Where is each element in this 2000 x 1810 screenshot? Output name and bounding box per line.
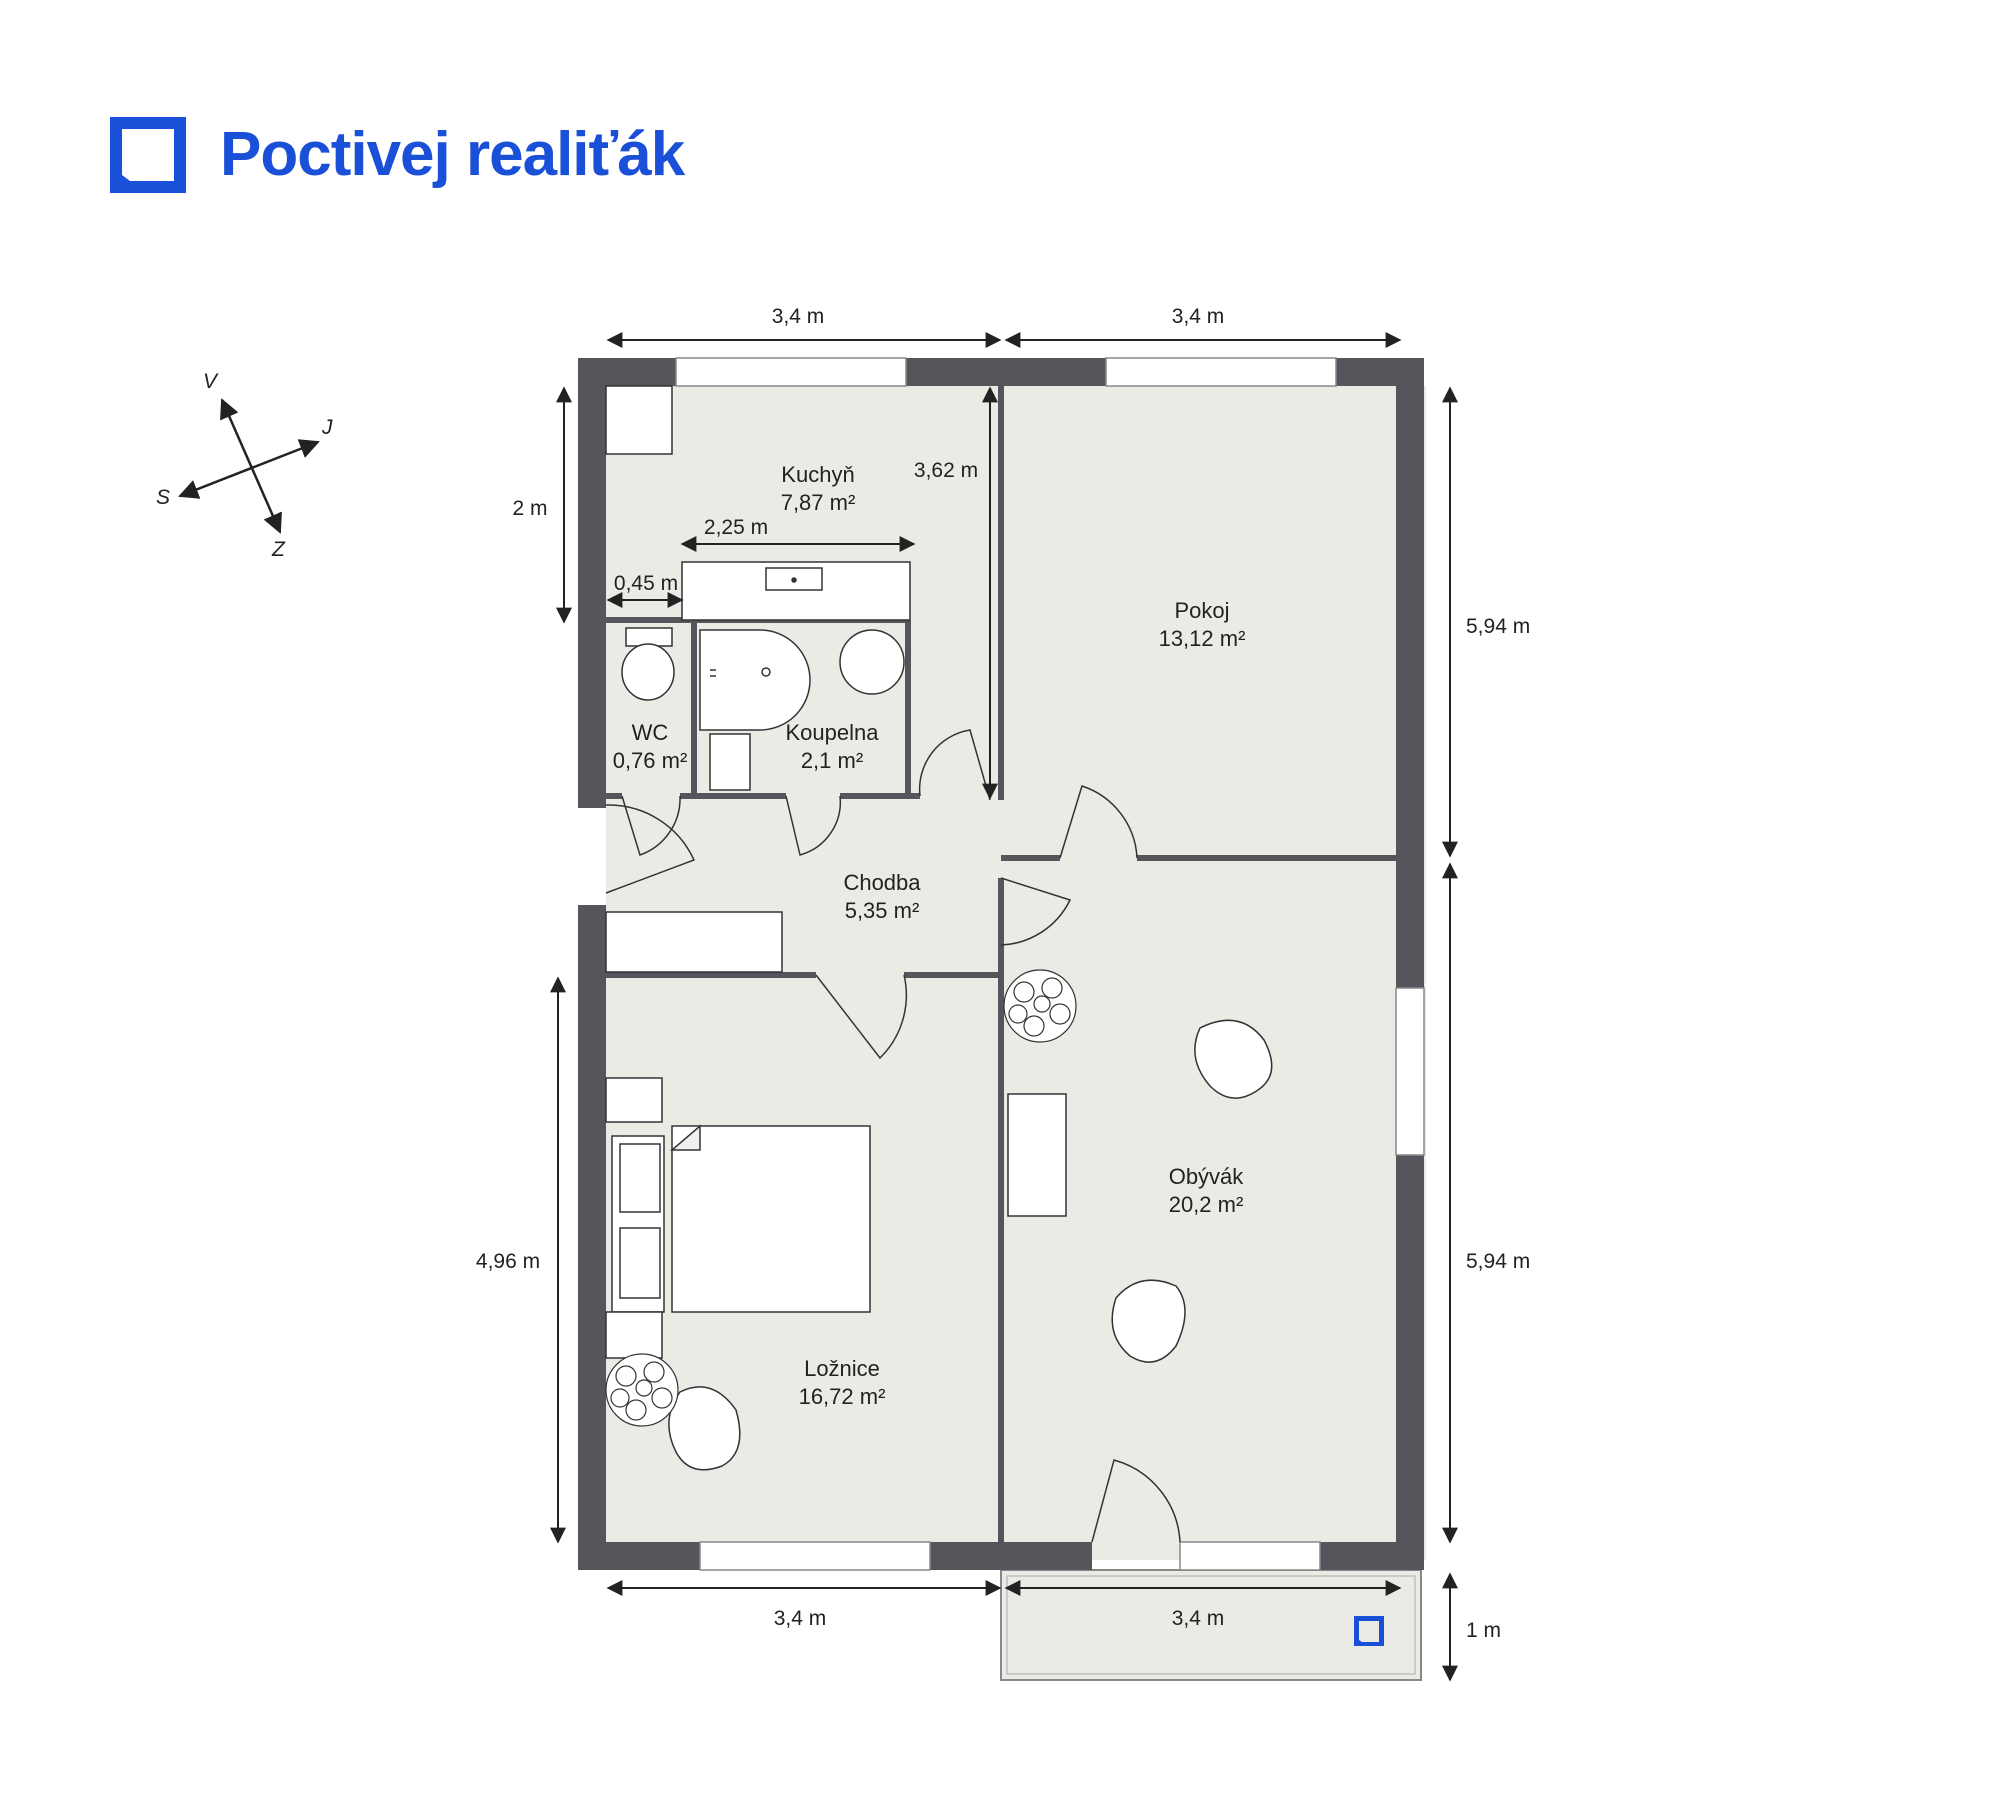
room-living-area: 20,2 m² [1169,1192,1244,1217]
dim-balcony-depth: 1 m [1466,1619,1501,1642]
furniture [605,385,1273,1471]
dim-bottom-left: 3,4 m [774,1607,827,1630]
compass-north-label: V [203,370,219,393]
compass-east-label: J [321,416,333,439]
brand-header: Poctivej realiťák [110,115,685,195]
dim-bottom-right: 3,4 m [1172,1607,1225,1630]
dimension-labels: 3,4 m 3,4 m 3,62 m 2 m 2,25 m 0,45 m 5,9… [476,305,1530,1642]
armchair-bedroom [668,1386,741,1471]
room-labels: Kuchyň 7,87 m² Pokoj 13,12 m² WC 0,76 m²… [613,462,1246,1409]
compass-west-label: S [156,486,170,509]
washing-machine [839,629,905,695]
brand-name: Poctivej realiťák [220,120,685,189]
room-wc-name: WC [632,720,669,745]
bathroom-sink [709,733,751,791]
room-hallway-name: Chodba [843,870,921,895]
brand-mark-icon [1354,1616,1384,1646]
shower [699,629,811,731]
dim-right-lower: 5,94 m [1466,1250,1530,1273]
plant-living [1003,969,1077,1043]
room-room-name: Pokoj [1174,598,1229,623]
dimension-lines [550,332,1458,1682]
armchair-living-2 [1111,1279,1186,1363]
dim-wc-gap: 0,45 m [614,572,678,595]
dresser [1007,1093,1067,1217]
room-room-area: 13,12 m² [1159,626,1246,651]
room-bathroom-name: Koupelna [786,720,880,745]
windows [675,357,1425,1571]
dim-top-left: 3,4 m [772,305,825,328]
dim-top-right: 3,4 m [1172,305,1225,328]
room-bedroom-name: Ložnice [804,1356,880,1381]
bed [671,1125,871,1313]
doors [605,729,1181,1543]
kitchen-sink [765,567,823,591]
toilet-bowl [621,643,675,701]
room-bathroom-area: 2,1 m² [801,748,863,773]
dim-right-upper: 5,94 m [1466,615,1530,638]
plant-bedroom [605,1353,679,1427]
plants [605,969,1077,1427]
dim-kitchen-left: 2 m [512,497,547,520]
compass-south-label: Z [271,538,286,561]
dim-kitchen-depth: 3,62 m [914,459,978,482]
nightstand-top [605,1077,663,1123]
room-hallway-area: 5,35 m² [845,898,920,923]
kitchen-counter [681,561,911,621]
room-kitchen-name: Kuchyň [781,462,854,487]
hall-cabinet [605,911,783,973]
outer-walls [578,358,1424,1570]
armchair-living-1 [1194,1019,1273,1099]
fridge [605,385,673,455]
room-kitchen-area: 7,87 m² [781,490,856,515]
speech-square-icon [110,117,186,193]
room-bedroom-area: 16,72 m² [799,1384,886,1409]
nightstand-bottom [605,1311,663,1359]
dim-counter-width: 2,25 m [704,516,768,539]
room-living-name: Obývák [1169,1164,1245,1189]
room-wc-area: 0,76 m² [613,748,688,773]
dim-left-lower: 4,96 m [476,1250,540,1273]
compass: V J S Z [156,370,333,561]
